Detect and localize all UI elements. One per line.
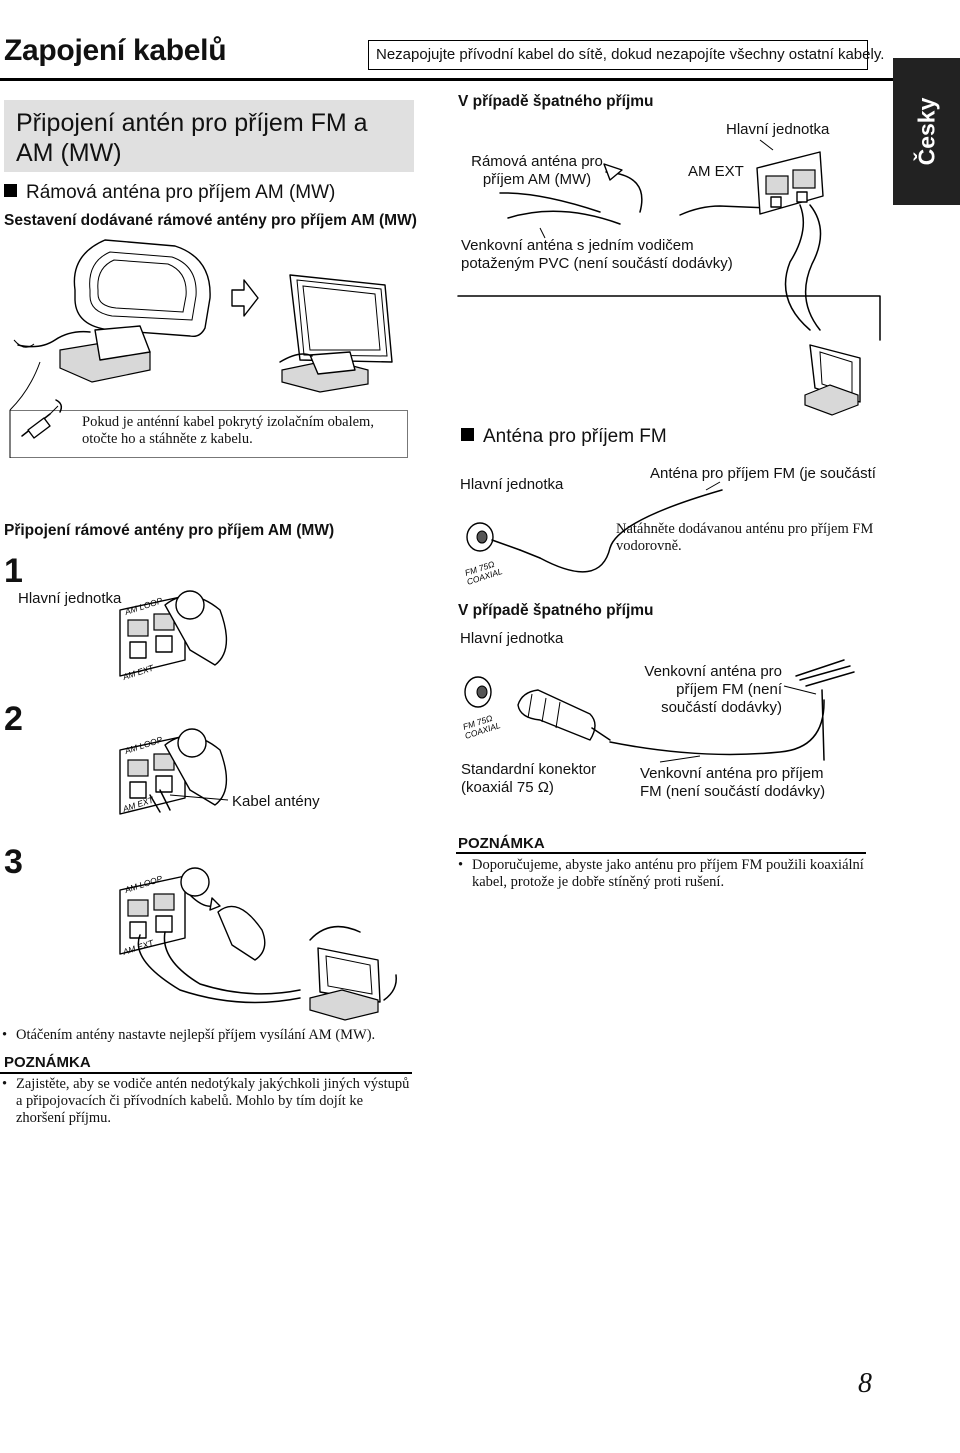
title-rule (0, 78, 960, 81)
tip-callout-line (9, 361, 41, 458)
fm-outdoor-label-2: Venkovní anténa pro příjem FM (není souč… (640, 765, 826, 800)
square-bullet-icon (4, 184, 17, 197)
square-bullet-icon (461, 428, 474, 441)
fm-note-list: Doporučujeme, abyste jako anténu pro pří… (456, 857, 868, 891)
fm-outdoor-antenna-illustration (464, 659, 855, 763)
language-tab: Česky (893, 58, 960, 205)
section-banner: Připojení antén pro příjem FM a AM (MW) (4, 100, 414, 172)
page-number: 8 (858, 1368, 872, 1399)
fm-stretch-note: Natáhněte dodávanou anténu pro příjem FM… (616, 521, 874, 554)
am-bullet-item: Otáčením antény nastavte nejlepší příjem… (0, 1027, 410, 1044)
fm-outdoor-label-1: Venkovní anténa pro příjem FM (není souč… (644, 663, 782, 716)
connect-subtitle: Připojení rámové antény pro příjem AM (M… (4, 522, 335, 539)
assembly-subtitle: Sestavení dodávané rámové antény pro pří… (4, 212, 417, 229)
am-outdoor-antenna-label: Venkovní anténa s jedním vodičem potažen… (461, 237, 733, 272)
fm-note-rule (456, 852, 866, 854)
fm-supplied-antenna-illustration (466, 481, 723, 573)
loop-antenna-label: Rámová anténa pro příjem AM (MW) (471, 153, 603, 188)
power-warning-box: Nezapojujte přívodní kabel do sítě, doku… (368, 40, 884, 70)
arrow-icon (231, 279, 259, 317)
fm-main-unit-label-2: Hlavní jednotka (460, 630, 564, 647)
fm-supplied-antenna-label: Anténa pro příjem FM (je součástí (650, 465, 876, 482)
am-note-title: POZNÁMKA (4, 1054, 91, 1071)
am-poor-reception-subtitle: V případě špatného příjmu (458, 93, 654, 110)
step-2-terminal-illustration (119, 728, 229, 815)
tip-box (10, 410, 408, 458)
step-1-terminal-illustration (119, 590, 228, 677)
step-1-number: 1 (4, 552, 23, 590)
cable-strip-icon (21, 399, 63, 439)
step-3-number: 3 (4, 843, 23, 881)
step-3-terminal-illustration (119, 867, 397, 1021)
connector-label: Standardní konektor (koaxiál 75 Ω) (461, 761, 597, 796)
am-note-item: Zajistěte, aby se vodiče antén nedotýkal… (0, 1076, 412, 1127)
fm-note-title: POZNÁMKA (458, 835, 545, 852)
am-bullet-list: Otáčením antény nastavte nejlepší příjem… (0, 1027, 410, 1044)
loop-antenna-folded-illustration (13, 239, 211, 383)
fm-poor-reception-subtitle: V případě špatného příjmu (458, 602, 654, 619)
page-title: Zapojení kabelů (4, 34, 227, 67)
am-ext-label: AM EXT (688, 163, 744, 180)
fm-heading-text: Anténa pro příjem FM (483, 426, 667, 447)
am-loop-heading: Rámová anténa pro příjem AM (MW) (4, 182, 335, 204)
am-note-list: Zajistěte, aby se vodiče antén nedotýkal… (0, 1076, 412, 1127)
antenna-cable-label: Kabel antény (232, 793, 320, 810)
am-note-rule (0, 1072, 412, 1074)
tip-text: Pokud je anténní kabel pokrytý izolačním… (82, 414, 374, 447)
step-2-number: 2 (4, 700, 23, 738)
loop-antenna-assembled-illustration (279, 274, 393, 393)
fm-heading: Anténa pro příjem FM (461, 426, 667, 448)
step-1-main-unit-label: Hlavní jednotka (18, 590, 122, 607)
fm-main-unit-label: Hlavní jednotka (460, 476, 564, 493)
am-poor-reception-illustration (457, 139, 881, 416)
am-loop-heading-text: Rámová anténa pro příjem AM (MW) (26, 182, 336, 203)
fm-note-item: Doporučujeme, abyste jako anténu pro pří… (456, 857, 868, 891)
am-main-unit-label: Hlavní jednotka (726, 121, 830, 138)
